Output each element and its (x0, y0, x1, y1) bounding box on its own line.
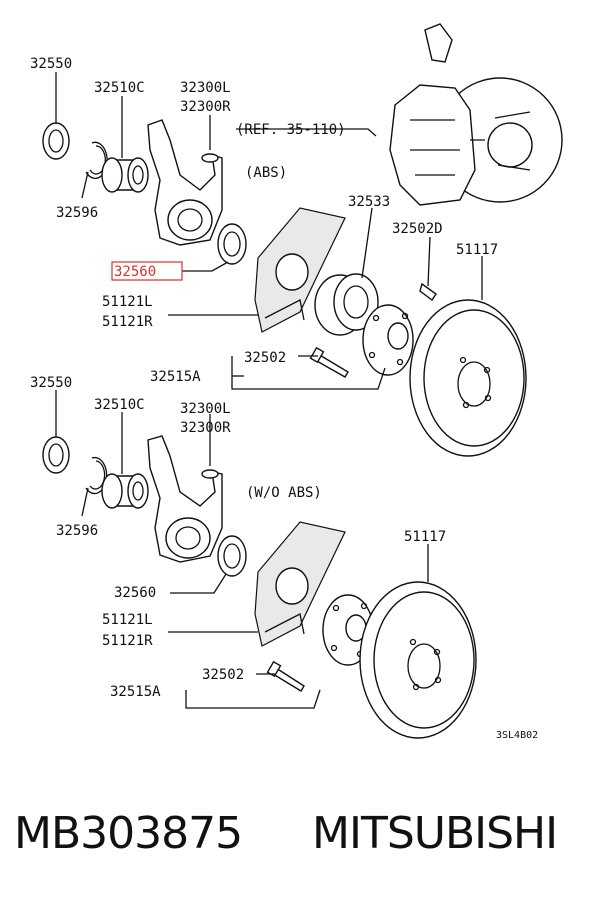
label-sensor-rotor: 32533 (348, 194, 390, 210)
label-ref: (REF. 35-110) (236, 122, 346, 138)
label-knuckle-r: 32300R (180, 420, 231, 436)
top-labels: 32550 32510C 32300L 32300R (REF. 35-110)… (30, 56, 498, 385)
top-leader-lines (55, 72, 483, 390)
oil-seal-part (42, 436, 70, 474)
brand-name: MITSUBISHI (312, 808, 558, 859)
hub-part (362, 304, 414, 376)
bottom-assembly: 32550 32510C 32300L 32300R (W/O ABS) 325… (30, 375, 477, 739)
brake-caliper-reference (389, 23, 563, 206)
label-snap-ring: 32596 (56, 205, 98, 221)
label-dust-cover-l: 51121L (102, 612, 153, 628)
dust-cover-part (254, 207, 346, 333)
label-variant-abs: (ABS) (245, 165, 287, 181)
label-inner-seal: 32560 (114, 585, 156, 601)
label-knuckle-l: 32300L (180, 401, 231, 417)
part-number: MB303875 (14, 808, 243, 859)
hub-bolt-part (309, 346, 349, 378)
label-snap-ring: 32596 (56, 523, 98, 539)
bearing-part (101, 473, 149, 509)
bearing-part (101, 157, 149, 193)
label-hub-bolt: 32502 (244, 350, 286, 366)
label-knuckle-r: 32300R (180, 99, 231, 115)
top-assembly: 32550 32510C 32300L 32300R (REF. 35-110)… (30, 23, 563, 457)
brake-rotor-part (409, 299, 527, 457)
label-rotor: 51117 (404, 529, 446, 545)
label-variant-wo-abs: (W/O ABS) (246, 485, 322, 501)
steering-knuckle-part (147, 435, 223, 563)
sensor-rotor-part (314, 273, 379, 336)
oil-seal-part (42, 122, 70, 160)
inner-seal-part (217, 535, 247, 577)
brake-rotor-part (359, 581, 477, 739)
hub-bolt-part (266, 660, 305, 692)
bottom-leader-lines (55, 390, 429, 709)
label-dust-cover-l: 51121L (102, 294, 153, 310)
label-hub: 32515A (110, 684, 161, 700)
label-hub-bolt: 32502 (202, 667, 244, 683)
dust-cover-part (254, 521, 346, 647)
label-rotor: 51117 (456, 242, 498, 258)
label-inner-seal-highlighted: 32560 (114, 264, 156, 280)
label-oil-seal: 32550 (30, 56, 72, 72)
label-oil-seal: 32550 (30, 375, 72, 391)
label-knuckle-l: 32300L (180, 80, 231, 96)
bolt-32502d-part (419, 282, 437, 302)
label-bearing: 32510C (94, 397, 145, 413)
label-dust-cover-r: 51121R (102, 314, 153, 330)
bottom-labels: 32550 32510C 32300L 32300R (W/O ABS) 325… (30, 375, 446, 700)
label-bolt-32502d: 32502D (392, 221, 443, 237)
label-dust-cover-r: 51121R (102, 633, 153, 649)
label-hub: 32515A (150, 369, 201, 385)
label-bearing: 32510C (94, 80, 145, 96)
highlight-box (111, 261, 183, 281)
inner-seal-part (217, 223, 247, 265)
figure-code: 3SL4B02 (496, 730, 538, 741)
steering-knuckle-part (147, 119, 223, 246)
exploded-parts-diagram: 32550 32510C 32300L 32300R (REF. 35-110)… (30, 23, 563, 741)
